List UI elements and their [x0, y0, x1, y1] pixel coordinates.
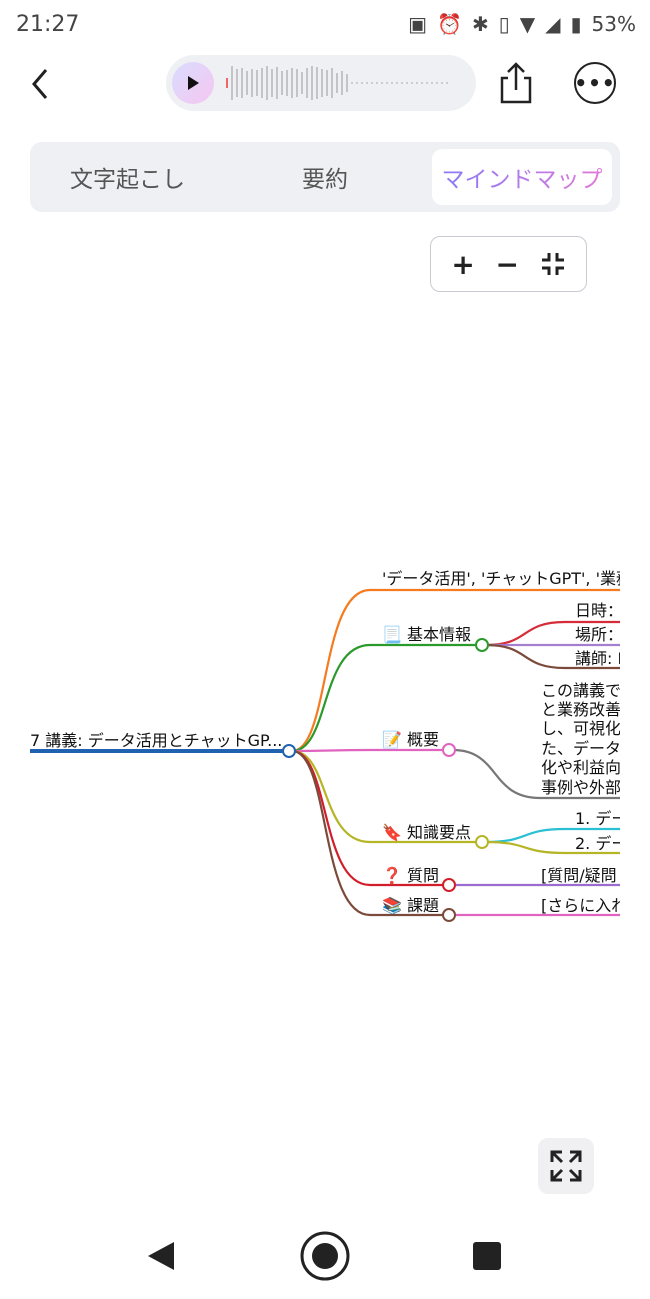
svg-text:と業務改善: と業務改善	[541, 700, 620, 719]
wifi-icon: ▼	[519, 12, 536, 36]
audio-player	[166, 55, 476, 111]
basic-node-toggle[interactable]	[475, 638, 489, 652]
fullscreen-button[interactable]	[538, 1138, 594, 1194]
chevron-left-icon	[32, 69, 48, 99]
overview-text[interactable]: この講義で と業務改善 し、可視化 た、データ 化や利益向 事例や外部	[541, 681, 620, 797]
nav-recents-button[interactable]	[473, 1242, 501, 1270]
battery-level: 53%	[591, 12, 636, 36]
svg-text:た、データ: た、データ	[541, 739, 620, 758]
questions-node[interactable]: ❓ 質問	[382, 866, 439, 885]
svg-text:この講義で: この講義で	[541, 681, 620, 700]
signal-icon: ◢	[545, 12, 561, 36]
root-node[interactable]: 7 講義: データ活用とチャットGP...	[30, 731, 282, 750]
share-button[interactable]	[496, 60, 536, 106]
tasks-node[interactable]: 📚 課題	[382, 896, 439, 915]
overview-node-toggle[interactable]	[442, 743, 456, 757]
mindmap-canvas[interactable]: 7 講義: データ活用とチャットGP... 'データ活用', 'チャットGPT'…	[0, 540, 620, 940]
place-node[interactable]: 場所：	[575, 625, 620, 644]
nav-back-button[interactable]	[148, 1242, 174, 1270]
share-icon	[500, 62, 532, 104]
questions-node-toggle[interactable]	[442, 878, 456, 892]
svg-text:事例や外部: 事例や外部	[541, 778, 620, 797]
expand-icon	[550, 1150, 582, 1182]
navigation-bar	[148, 1231, 501, 1281]
keywords-node[interactable]: 'データ活用', 'チャットGPT', '業務	[382, 569, 620, 588]
view-tabs: 文字起こし 要約 マインドマップ	[30, 142, 620, 212]
tab-summary[interactable]: 要約	[302, 167, 348, 193]
root-node-toggle[interactable]	[282, 744, 296, 758]
play-button[interactable]	[172, 62, 214, 104]
more-icon: •••	[574, 71, 616, 95]
battery-icon: ▮	[570, 12, 582, 36]
knowledge-item-2[interactable]: 2. デー	[575, 834, 620, 853]
tab-mindmap[interactable]: マインドマップ	[432, 149, 612, 205]
clock: 21:27	[16, 11, 80, 37]
more-button[interactable]: •••	[574, 62, 616, 104]
date-node[interactable]: 日時：	[575, 601, 620, 620]
status-bar: 21:27 ▣ ⏰ ✱ ▯ ▼ ◢ ▮ 53%	[16, 8, 636, 40]
knowledge-node[interactable]: 🔖 知識要点	[382, 823, 471, 842]
tab-transcript[interactable]: 文字起こし	[70, 167, 185, 193]
lecturer-node[interactable]: 講師: L	[575, 649, 620, 668]
svg-text:し、可視化: し、可視化	[541, 719, 620, 738]
fit-view-button[interactable]	[540, 251, 566, 277]
zoom-controls: + −	[430, 236, 587, 292]
bluetooth-icon: ✱	[471, 12, 489, 36]
overview-node[interactable]: 📝 概要	[382, 730, 439, 749]
basic-info-node[interactable]: 📃 基本情報	[382, 625, 471, 644]
vibrate-icon: ▯	[498, 12, 510, 36]
voicemail-icon: ▣	[408, 12, 428, 36]
tasks-item[interactable]: [さらに入れ	[541, 896, 620, 915]
knowledge-item-1[interactable]: 1. デー	[575, 809, 620, 828]
back-button[interactable]	[26, 64, 62, 104]
waveform-scrubber[interactable]	[226, 63, 448, 103]
alarm-icon: ⏰	[437, 12, 462, 36]
zoom-out-button[interactable]: −	[495, 247, 519, 281]
play-icon	[188, 76, 199, 90]
questions-item[interactable]: [質問/疑問	[541, 866, 617, 885]
zoom-in-button[interactable]: +	[451, 247, 475, 281]
nav-home-button[interactable]	[300, 1231, 350, 1281]
tasks-node-toggle[interactable]	[442, 908, 456, 922]
svg-text:化や利益向: 化や利益向	[541, 758, 620, 777]
knowledge-node-toggle[interactable]	[475, 835, 489, 849]
